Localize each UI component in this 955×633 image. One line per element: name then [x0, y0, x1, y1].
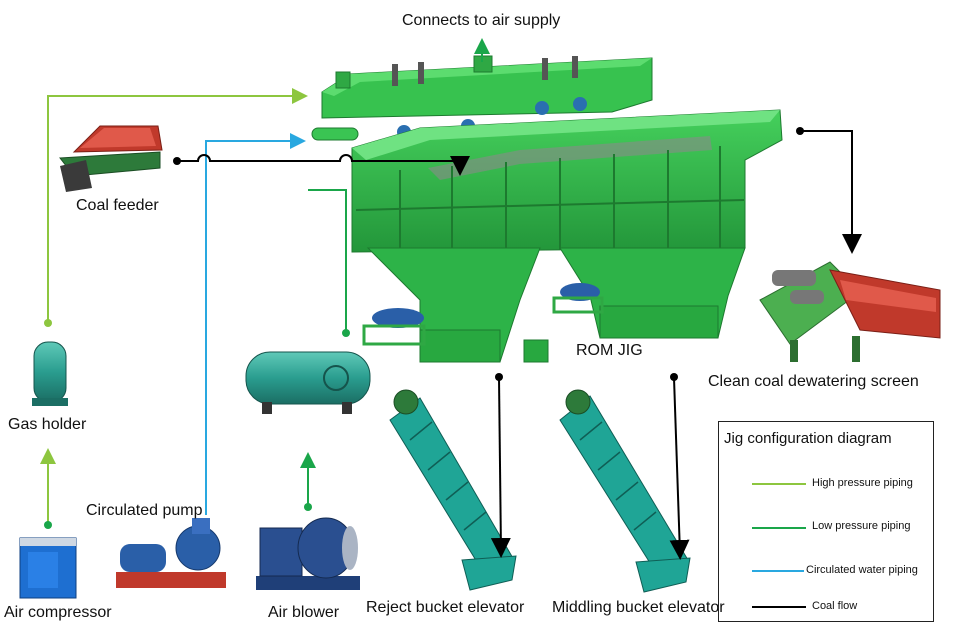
rom-jig-machine [311, 55, 783, 363]
label-gas-holder: Gas holder [8, 416, 87, 433]
circulated-pump-unit [116, 518, 226, 588]
middling-bucket-elevator [559, 389, 691, 593]
label-air-blower: Air blower [268, 604, 340, 621]
label-reject-elevator: Reject bucket elevator [366, 599, 525, 616]
label-dewatering-screen: Clean coal dewatering screen [708, 373, 919, 390]
jig-reject-dot [495, 373, 503, 381]
label-circulated-pump: Circulated pump [86, 502, 203, 519]
feeder-outlet-dot [173, 157, 181, 165]
legend-label-high-pressure: High pressure piping [812, 477, 913, 489]
tank-low-pressure-dot [342, 329, 350, 337]
air-compressor-unit [19, 537, 77, 599]
coal-feeder-machine [59, 125, 163, 192]
label-middling-elevator: Middling bucket elevator [552, 599, 725, 616]
dewatering-screen [759, 261, 941, 362]
legend-box [718, 421, 934, 622]
high-pressure-piping [40, 88, 308, 522]
jig-middling-dot [670, 373, 678, 381]
label-air-supply: Connects to air supply [402, 12, 561, 29]
blower-outlet-dot [304, 503, 312, 511]
circulated-water-piping [205, 133, 306, 515]
legend-swatches [752, 483, 806, 608]
coal-flow-lines [178, 130, 862, 560]
air-compressor-outlet-dot [44, 521, 52, 529]
label-rom-jig: ROM JIG [576, 342, 643, 359]
label-air-compressor: Air compressor [4, 604, 112, 621]
reject-bucket-elevator [389, 389, 517, 591]
gas-holder-outlet-dot [44, 319, 52, 327]
legend-label-circulated-water: Circulated water piping [806, 564, 918, 576]
air-blower-unit [256, 517, 360, 590]
legend-label-low-pressure: Low pressure piping [812, 520, 911, 532]
jig-clean-coal-dot [796, 127, 804, 135]
low-pressure-piping [300, 38, 490, 504]
legend-title: Jig configuration diagram [724, 430, 892, 447]
water-tank [245, 351, 371, 414]
legend-label-coal-flow: Coal flow [812, 600, 858, 612]
gas-holder-tank [32, 341, 68, 406]
label-coal-feeder: Coal feeder [76, 197, 159, 214]
